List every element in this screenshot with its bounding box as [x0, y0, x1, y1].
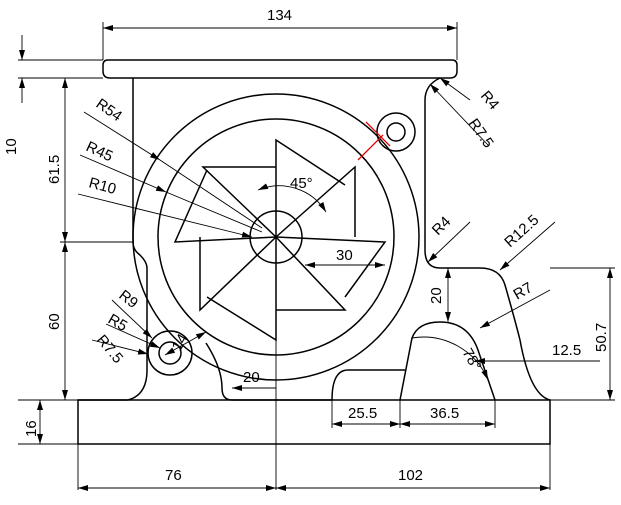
dim-61-5: 61.5 — [46, 155, 63, 184]
dimensions: 134 10 61.5 60 16 76 102 20 20 50.7 30 — [3, 7, 613, 491]
dim-12-5: 12.5 — [552, 342, 581, 359]
radius-r4-top: R4 — [477, 88, 502, 114]
radius-r10: R10 — [87, 174, 118, 198]
dim-14: 14 — [169, 331, 192, 354]
dim-50-7: 50.7 — [593, 323, 610, 352]
radius-r5: R5 — [105, 311, 130, 335]
dim-102: 102 — [398, 467, 423, 484]
dim-16: 16 — [23, 420, 40, 437]
dim-36-5: 36.5 — [430, 405, 459, 422]
dim-20-right: 20 — [428, 287, 445, 304]
radius-r7-5-left: R7.5 — [93, 332, 126, 367]
dim-20-gap: 20 — [243, 369, 260, 386]
radius-r7-5-top: R7.5 — [465, 116, 497, 152]
dim-30: 30 — [336, 247, 353, 264]
construction-lines — [18, 22, 615, 490]
center-mark — [357, 121, 391, 161]
dim-60: 60 — [46, 313, 63, 330]
radius-r45: R45 — [83, 138, 115, 165]
angle-78: 78° — [459, 346, 485, 374]
radius-r9: R9 — [116, 287, 142, 312]
angle-45: 45° — [290, 175, 313, 192]
dim-134: 134 — [267, 7, 292, 24]
radius-callouts: R54 R45 R10 R9 R5 R7.5 R4 R7.5 R4 R12.5 … — [77, 77, 556, 367]
dim-10: 10 — [3, 138, 20, 155]
radius-r4-mid: R4 — [429, 213, 455, 239]
radius-r12-5: R12.5 — [501, 212, 542, 251]
dim-76: 76 — [165, 467, 182, 484]
dim-25-5: 25.5 — [348, 405, 377, 422]
